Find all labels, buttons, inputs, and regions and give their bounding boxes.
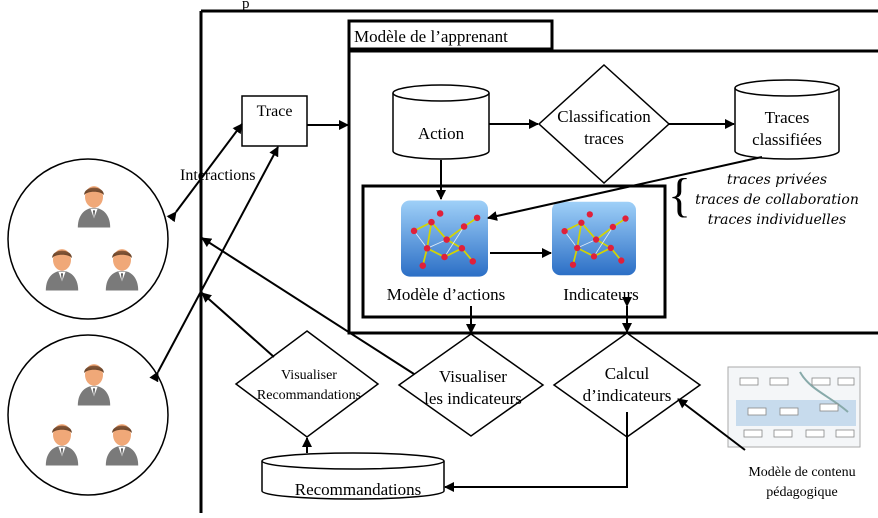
recommendations-node bbox=[261, 452, 445, 500]
visualize-recommendations-node bbox=[234, 330, 380, 438]
network-graph-icon bbox=[552, 200, 636, 277]
content-model-thumbnail bbox=[727, 366, 861, 448]
classified-traces-label-line1: Traces bbox=[765, 108, 810, 127]
recommendations-label: Recommandations bbox=[295, 480, 422, 499]
action-model-label: Modèle d’actions bbox=[387, 285, 506, 304]
classification-label-line1: Classification bbox=[557, 107, 651, 126]
visualize-indicators-node bbox=[397, 333, 545, 437]
action-node bbox=[392, 84, 490, 160]
classified-traces-label-line2: classifiées bbox=[752, 130, 822, 149]
compute-indicators-label-line1: Calcul bbox=[605, 364, 650, 383]
trace-type-individual: traces individuelles bbox=[708, 212, 846, 228]
arrow-visualize-indicators-users bbox=[201, 237, 415, 375]
content-model-label-line2: pédagogique bbox=[766, 485, 838, 500]
trace-label: Trace bbox=[257, 103, 293, 120]
action-model-group-box bbox=[361, 184, 667, 319]
classified-traces-node bbox=[734, 79, 840, 160]
visualize-indicators-label-line2: les indicateurs bbox=[424, 389, 522, 408]
user-group-bottom bbox=[7, 334, 169, 496]
classification-label-line2: traces bbox=[584, 129, 624, 148]
arrow-compute-recommendations bbox=[444, 412, 628, 492]
content-model-label-line1: Modèle de contenu bbox=[748, 465, 855, 480]
learner-model-container bbox=[347, 49, 878, 335]
top-fragment-label: p bbox=[242, 0, 250, 12]
arrow-content-model-compute bbox=[677, 398, 746, 451]
network-graph-icon bbox=[401, 200, 488, 277]
trace-types-brace: { bbox=[668, 169, 691, 222]
classification-node bbox=[537, 63, 671, 185]
trace-type-collaboration: traces de collaboration bbox=[695, 192, 859, 208]
visualize-recommendations-label-line2: Recommandations bbox=[257, 388, 361, 403]
arrow-visualize-recs-users bbox=[201, 292, 275, 358]
learner-model-title: Modèle de l’apprenant bbox=[354, 27, 508, 46]
visualize-indicators-label-line1: Visualiser bbox=[439, 367, 507, 386]
compute-indicators-label-line2: d’indicateurs bbox=[583, 386, 672, 405]
indicators-label: Indicateurs bbox=[563, 285, 639, 304]
trace-type-private: traces privées bbox=[727, 172, 827, 188]
arrow-users2-trace bbox=[149, 146, 279, 383]
arrow-classified-action-model bbox=[487, 156, 763, 221]
interactions-label: Interactions bbox=[180, 167, 256, 184]
trace-node bbox=[241, 95, 308, 147]
user-group-top bbox=[7, 158, 169, 320]
visualize-recommendations-label-line1: Visualiser bbox=[281, 368, 337, 383]
action-label: Action bbox=[418, 124, 465, 143]
learner-model-title-box bbox=[347, 19, 554, 51]
